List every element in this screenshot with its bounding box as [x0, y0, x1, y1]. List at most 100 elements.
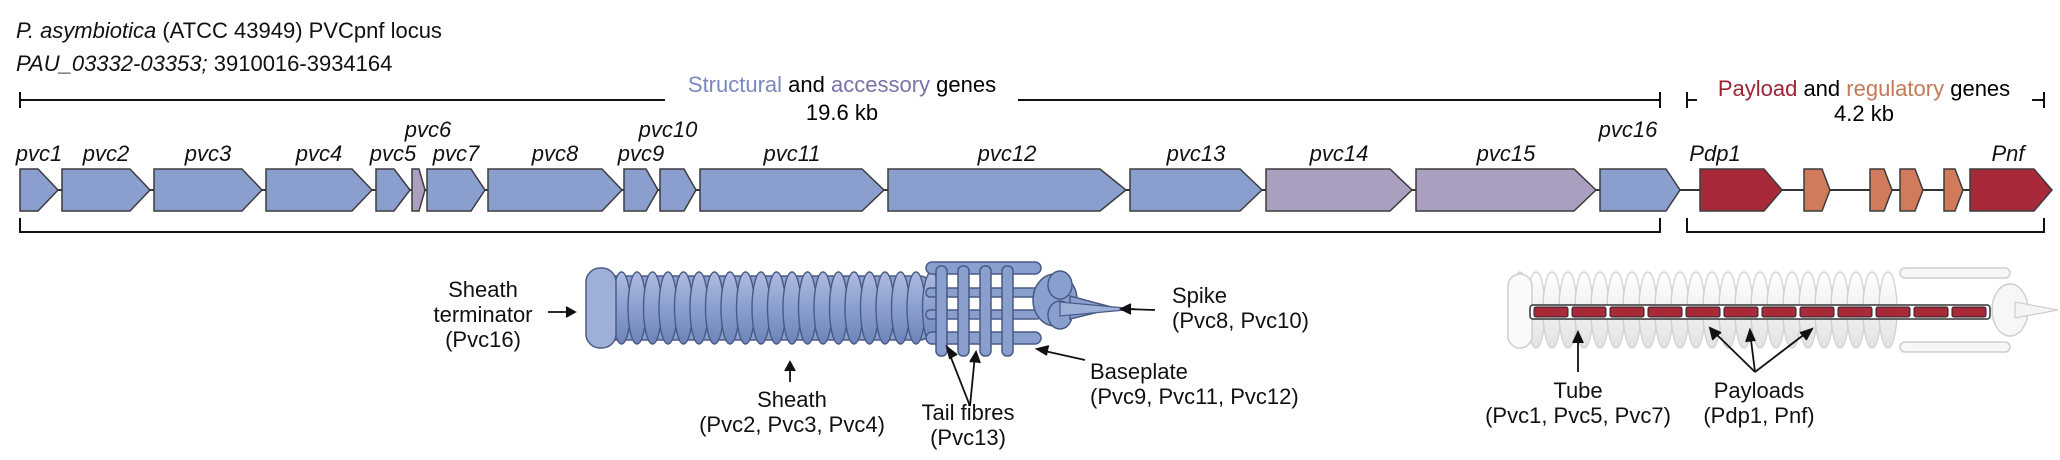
spike-label: Spike(Pvc8, Pvc10): [1172, 283, 1309, 333]
tail-fibres-label: Tail fibres(Pvc13): [922, 400, 1015, 450]
gene-Pdp1: Pdp1: [1689, 141, 1783, 212]
gene-label: pvc9: [617, 141, 664, 166]
gene-pvc12: pvc12: [887, 141, 1128, 212]
gene-pvc5: pvc5: [369, 141, 417, 212]
gene-label: pvc4: [295, 141, 342, 166]
gene-pvc14: pvc14: [1265, 141, 1414, 212]
gene-label: pvc14: [1309, 141, 1369, 166]
gene-pvc2: pvc2: [61, 141, 152, 212]
species-name: P. asymbiotica: [16, 18, 157, 43]
structural-lower-bracket: [19, 218, 1661, 233]
gene-pvc8: pvc8: [487, 141, 624, 212]
gene-pvc13: pvc13: [1129, 141, 1264, 212]
gene-pvc15: pvc15: [1415, 141, 1598, 212]
sheath-terminator-cap: [585, 267, 617, 349]
gene-label: Pnf: [1991, 141, 2027, 166]
gene-arrow: [61, 168, 152, 212]
locus-id: PAU_03332-03353;: [16, 51, 208, 76]
gene-arrow: [659, 168, 697, 212]
gene-pvc3: pvc3: [153, 141, 264, 212]
gene-arrow: [1899, 168, 1924, 212]
gene-regulatory-20: [1943, 168, 1964, 212]
gene-arrow: [153, 168, 264, 212]
gene-arrow: [411, 168, 426, 212]
payload-block: [1685, 306, 1721, 318]
gene-label: pvc15: [1476, 141, 1536, 166]
payload-region: Payload and regulatory genes 4.2 kb: [1686, 76, 2045, 126]
gene-arrow: [487, 168, 624, 212]
pvc-complex-illustration: [585, 261, 1137, 357]
gene-label: pvc5: [369, 141, 417, 166]
gene-arrow: [426, 168, 486, 212]
payload-block: [1837, 306, 1873, 318]
payload-block: [1571, 306, 1607, 318]
title-block: P. asymbiotica (ATCC 43949) PVCpnf locus…: [16, 14, 442, 80]
gene-label: pvc16: [1598, 117, 1658, 142]
payload-block: [1533, 306, 1569, 318]
locus-title: P. asymbiotica (ATCC 43949) PVCpnf locus: [16, 14, 442, 47]
gene-arrow: [1943, 168, 1964, 212]
baseplate-illustration: [925, 261, 1078, 357]
gene-arrow: [1869, 168, 1893, 212]
gene-arrow: [19, 168, 60, 212]
gene-regulatory-17: [1803, 168, 1831, 212]
payload-block: [1799, 306, 1835, 318]
strain-text: (ATCC 43949) PVCpnf locus: [156, 18, 442, 43]
gene-label: pvc2: [82, 141, 129, 166]
gene-Pnf: Pnf: [1969, 141, 2053, 212]
gene-pvc7: pvc7: [426, 141, 486, 212]
payload-block: [1913, 306, 1949, 318]
structural-region: Structural and accessory genes 19.6 kb: [19, 72, 1661, 125]
structural-region-size: 19.6 kb: [806, 100, 878, 125]
sheath-label: Sheath(Pvc2, Pvc3, Pvc4): [699, 387, 885, 437]
locus-coordinates: PAU_03332-03353; 3910016-3934164: [16, 47, 442, 80]
annotation-arrows: [548, 303, 1814, 407]
gene-pvc4: pvc4: [265, 141, 374, 212]
gene-pvc16: pvc16: [1598, 117, 1681, 212]
sheath-illustration: [585, 267, 942, 349]
payload-block: [1609, 306, 1645, 318]
gene-label: pvc7: [432, 141, 480, 166]
payload-lower-bracket: [1686, 218, 2045, 233]
gene-arrow: [1599, 168, 1681, 212]
gene-label: Pdp1: [1689, 141, 1740, 166]
gene-arrow: [1265, 168, 1414, 212]
payload-chain: [1533, 306, 1987, 318]
payload-block: [1761, 306, 1797, 318]
gene-pvc1: pvc1: [15, 141, 62, 212]
gene-label: pvc10: [638, 117, 698, 142]
gene-arrow: [1129, 168, 1264, 212]
payload-block: [1875, 306, 1911, 318]
gene-arrow: [375, 168, 411, 212]
gene-label: pvc8: [531, 141, 579, 166]
gene-arrow: [623, 168, 659, 212]
gene-label: pvc12: [977, 141, 1037, 166]
gene-pvc10: pvc10: [638, 117, 698, 212]
payloads-label: Payloads(Pdp1, Pnf): [1703, 378, 1814, 428]
pvc-cutaway-illustration: [1507, 267, 2059, 353]
gene-pvc9: pvc9: [617, 141, 664, 212]
gene-label: pvc6: [404, 117, 452, 142]
gene-arrow: [1415, 168, 1598, 212]
gene-pvc11: pvc11: [699, 141, 886, 212]
tube-label: Tube(Pvc1, Pvc5, Pvc7): [1485, 378, 1671, 428]
tube-illustration: [1529, 304, 1991, 320]
gene-arrow: [265, 168, 374, 212]
gene-arrow: [887, 168, 1128, 212]
gene-label: pvc11: [762, 141, 820, 166]
gene-label: pvc3: [184, 141, 232, 166]
gene-regulatory-19: [1899, 168, 1924, 212]
gene-label: pvc13: [1166, 141, 1226, 166]
coords-text: 3910016-3934164: [207, 51, 393, 76]
gene-arrow: [699, 168, 886, 212]
gene-pvc6: pvc6: [404, 117, 452, 212]
payload-block: [1723, 306, 1759, 318]
payload-block: [1951, 306, 1987, 318]
payload-region-label: Payload and regulatory genes: [1718, 76, 2010, 101]
gene-regulatory-18: [1869, 168, 1893, 212]
gene-arrow: [1803, 168, 1831, 212]
